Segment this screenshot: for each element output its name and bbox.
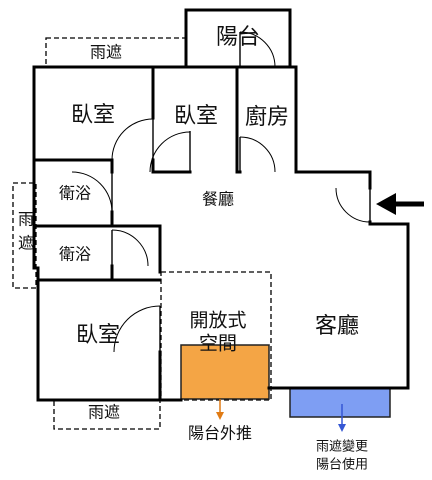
- bedroom3-door-swing: [113, 305, 161, 353]
- balcony-door-swing: [239, 31, 276, 68]
- bath2-south-wall: [32, 266, 114, 282]
- canopy-to-balcony-area: [289, 387, 391, 418]
- balcony-extension-label: 陽台外推: [188, 424, 252, 443]
- bath1-label: 衛浴: [59, 184, 91, 203]
- left-canopy-label-2: 遮: [18, 234, 34, 253]
- bath1-door-swing: [71, 171, 113, 213]
- living-room-label: 客廳: [315, 314, 359, 339]
- bedroom3-label: 臥室: [76, 323, 120, 348]
- bedroom1-door-swing: [111, 118, 154, 161]
- bedroom3-walls: [36, 278, 162, 402]
- balcony-label: 陽台: [216, 25, 260, 50]
- canopy-arrow-icon: [338, 404, 346, 432]
- east-wall: [267, 220, 410, 390]
- bedroom2-door-swing: [149, 131, 191, 173]
- bedroom1-label: 臥室: [71, 103, 115, 128]
- bottom-canopy-label: 雨遮: [88, 403, 120, 422]
- left-canopy-label-1: 雨: [18, 210, 34, 229]
- open-space-label-2: 空間: [199, 333, 237, 355]
- north-wall: [32, 65, 372, 185]
- canopy-change-label-2: 陽台使用: [316, 457, 368, 473]
- left-canopy-outline: [12, 182, 37, 289]
- bath-divider-wall: [32, 224, 162, 274]
- open-space-outline: [160, 271, 272, 401]
- bath2-door-swing: [111, 229, 149, 267]
- kitchen-door-swing: [239, 136, 276, 173]
- canopy-change-label-1: 雨遮變更: [316, 439, 368, 455]
- kitchen-label: 廚房: [245, 105, 289, 130]
- balcony-extension-area: [180, 344, 270, 400]
- entrance-door-swing: [335, 187, 371, 223]
- open-space-label-1: 開放式: [189, 310, 246, 332]
- entrance-arrow-icon: [376, 193, 424, 215]
- extension-arrow-icon: [216, 399, 224, 420]
- bedroom2-label: 臥室: [174, 104, 218, 129]
- dining-label: 餐廳: [202, 190, 234, 209]
- bath2-label: 衛浴: [59, 245, 91, 264]
- top-canopy-label: 雨遮: [90, 43, 122, 62]
- balcony-wall: [184, 8, 292, 69]
